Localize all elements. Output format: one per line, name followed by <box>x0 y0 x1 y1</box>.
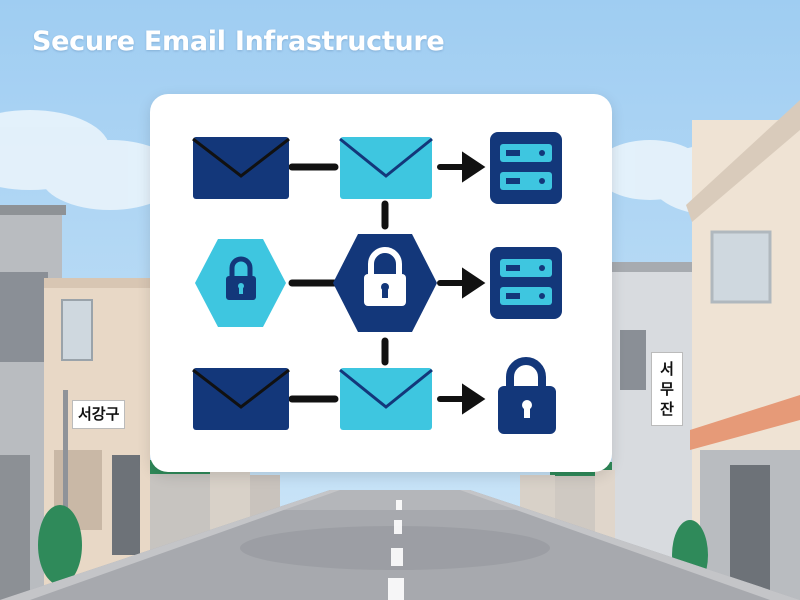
server-icon <box>490 132 562 204</box>
envelope-icon <box>339 137 433 199</box>
arrow-right-icon <box>437 151 486 183</box>
street-sign-right: 서무잔 <box>651 352 683 426</box>
lock-icon <box>333 234 437 332</box>
server-icon <box>490 247 562 319</box>
arrow-right-icon <box>437 383 486 415</box>
page-title: Secure Email Infrastructure <box>32 26 445 57</box>
envelope-icon <box>192 368 290 430</box>
envelope-icon <box>192 137 290 199</box>
street-sign-left: 서강구 <box>72 400 126 429</box>
envelope-icon <box>339 368 433 430</box>
arrow-right-icon <box>437 267 486 299</box>
email-security-diagram <box>192 132 562 434</box>
lock-icon <box>498 357 556 434</box>
diagram-card <box>150 94 612 472</box>
lock-icon <box>195 239 286 327</box>
